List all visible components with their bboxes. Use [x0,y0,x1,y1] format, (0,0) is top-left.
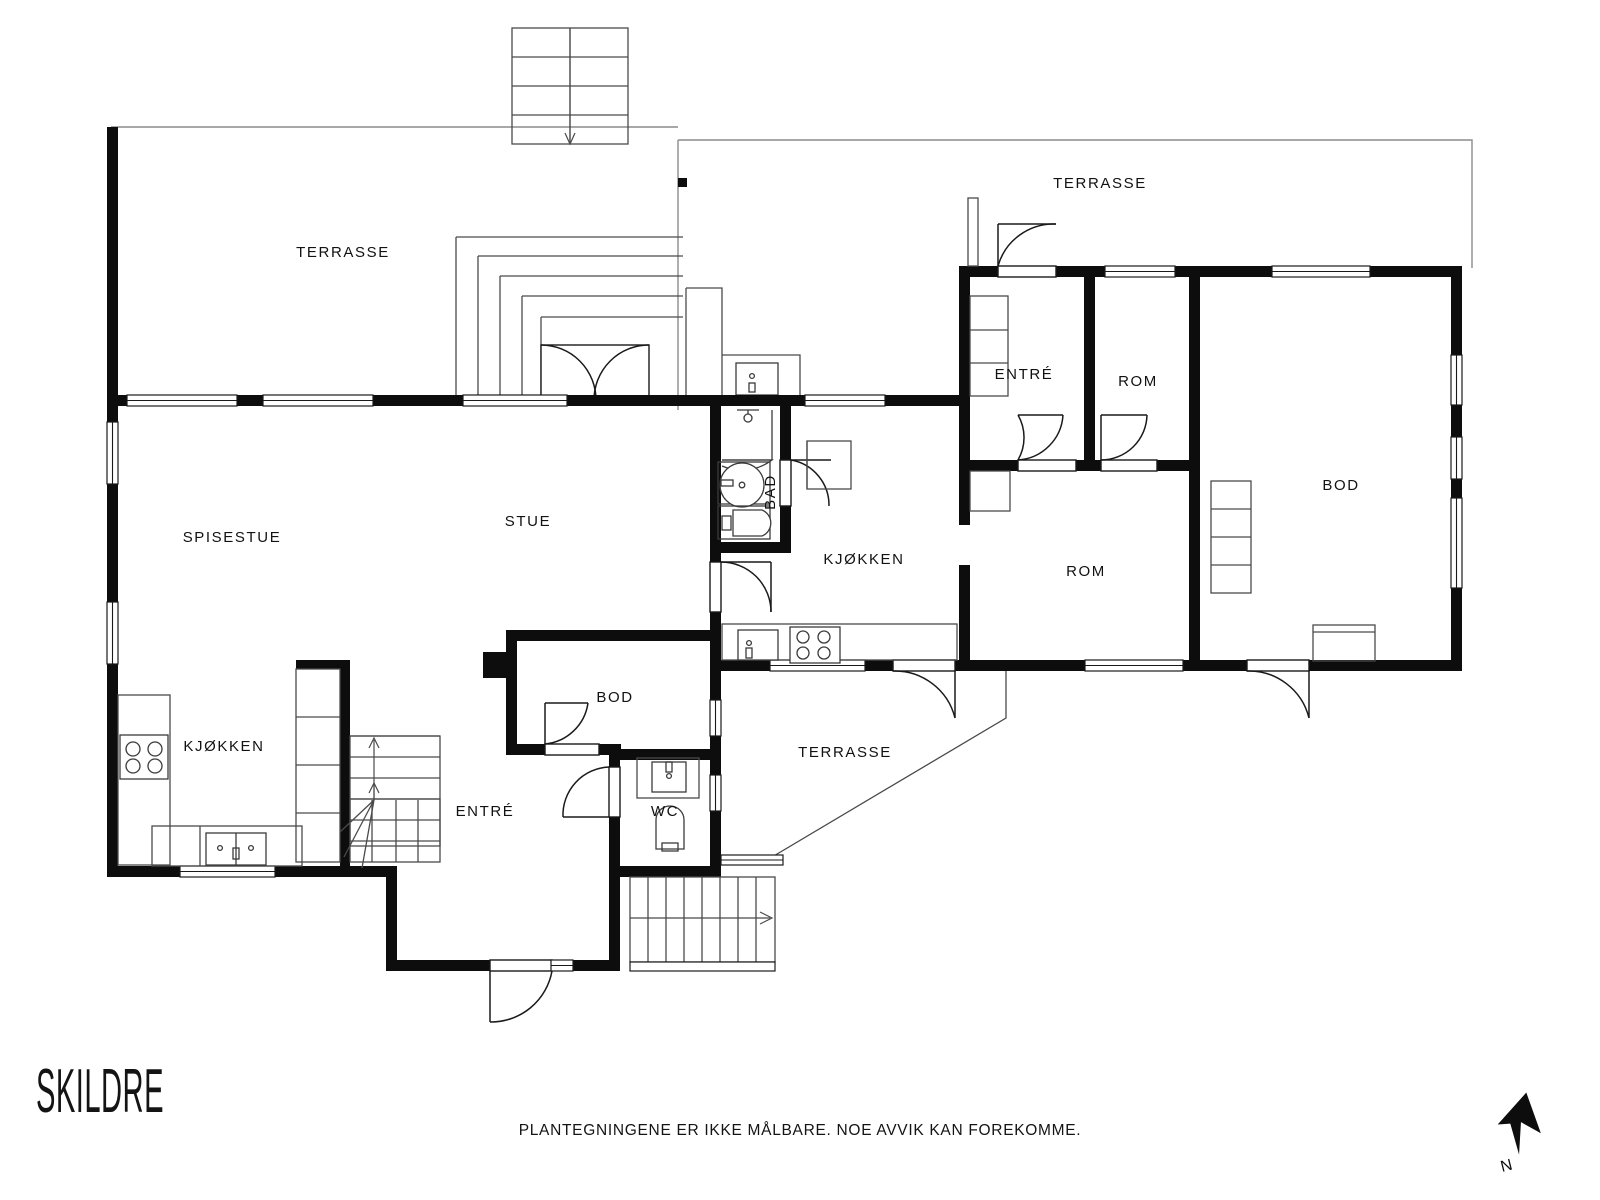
wall-wc-north [609,749,721,760]
bad-fixtures [717,409,774,540]
terrace-south-outline [720,671,1007,866]
door-wc [562,766,621,818]
room-label-bod-east: BOD [1322,477,1359,494]
stair-top [511,27,629,146]
door-bod-center [544,702,600,756]
sliding-door-nest [455,236,683,400]
disclaimer-text: PLANTEGNINGENE ER IKKE MÅLBARE. NOE AVVI… [518,1122,1082,1139]
door-rom-south [892,659,956,719]
door-entre-ne-exterior [997,223,1057,278]
wall-gap-link [959,525,970,565]
window-group-eastwing-north [1104,265,1371,278]
skildre-wordmark: SKILDRE [36,1058,164,1126]
room-label-kjokken-mid: KJØKKEN [823,551,904,568]
room-label-bad: BAD [762,474,779,510]
closet-entre-ne [969,295,1009,397]
wall-rooms-north-south [959,460,1200,471]
room-label-stue: STUE [505,513,551,530]
wall-entre-west [386,866,397,971]
wall-east-wing-north [959,266,1462,277]
wall-bad-south [710,542,791,553]
window-group-north-living [126,394,886,407]
window-group-wc-east [709,699,722,812]
pier-entre-ne [967,197,979,267]
closet-rom-south [1210,480,1252,594]
window-group-west [106,421,119,665]
door-rom-north [1100,414,1158,472]
wall-bod-north [506,630,721,641]
room-labels: TERRASSE TERRASSE SPISESTUE STUE BAD KJØ… [183,175,1359,820]
wall-wc-east [710,660,721,877]
room-label-rom-north: ROM [1118,373,1158,390]
stair-entre [339,735,441,869]
window-group-eastwing-east [1450,354,1463,589]
kjokken-sw-counters [117,694,303,867]
wall-link-south [959,565,970,671]
room-label-spisestue: SPISESTUE [183,529,282,546]
wall-north-living [107,395,721,406]
brand-text: SKILDRE [36,1058,164,1126]
door-bod-east [1246,659,1310,719]
stair-south [629,876,776,972]
room-label-terrasse-nw: TERRASSE [296,244,390,261]
terrace-outline-northeast [677,139,1473,410]
room-label-terrasse-ne: TERRASSE [1053,175,1147,192]
wall-entre-east [609,760,620,971]
wall-entre-rom-divider [1084,266,1095,465]
north-marker: N [1470,1068,1580,1188]
wall-link-north [959,395,970,525]
door-stue-kjokken [709,561,772,613]
closet-kitchen [295,660,350,870]
room-label-bod-center: BOD [596,689,633,706]
north-arrow-label: N [1499,1157,1514,1176]
cabinet-bod-east [1312,624,1376,662]
room-label-rom-south: ROM [1066,563,1106,580]
wall-wc-south [620,866,721,877]
room-label-kjokken-sw: KJØKKEN [183,738,264,755]
door-entre-ne-interior [1017,414,1077,472]
room-label-wc: WC [651,803,679,820]
wall-bad-west [710,395,721,553]
door-main-entrance [489,959,574,1023]
wall-west-exterior [107,127,118,877]
wall-east-wing-south [959,660,1462,671]
wall-bod-stub [483,652,509,678]
double-door-terrace [540,344,650,401]
brand-logo: SKILDRE [36,1058,296,1128]
north-arrow-shape [1497,1092,1541,1155]
room-label-entre-sw: ENTRÉ [456,803,515,820]
room-label-terrasse-s: TERRASSE [798,744,892,761]
utility-box-stue [685,287,801,398]
window-south-kjokken [179,865,276,878]
cabinet-rom-south-nw [969,470,1011,512]
kjokken-mid-counters [721,440,958,664]
north-arrow-icon: N [1497,1092,1541,1176]
window-group-eastwing-south [1084,659,1184,672]
wc-fixtures [636,757,700,852]
room-label-entre-ne: ENTRÉ [995,366,1054,383]
door-bad [779,459,831,507]
wall-bod-west [506,630,517,755]
wall-rom-bod-divider [1189,266,1200,671]
